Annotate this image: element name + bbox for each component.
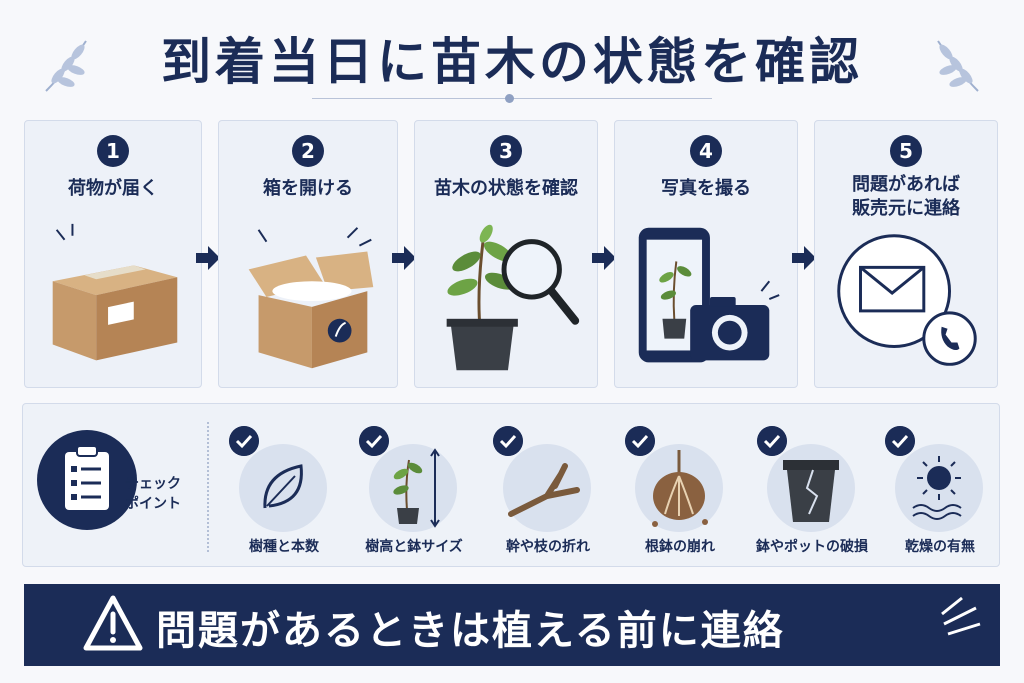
checkpoint-label: 根鉢の崩れ bbox=[645, 539, 715, 555]
step-3-card: 3 苗木の状態を確認 bbox=[414, 120, 598, 388]
step-3-number: 3 bbox=[490, 135, 522, 167]
step-3-label: 苗木の状態を確認 bbox=[434, 178, 578, 199]
step-5-card: 5 問題があれば 販売元に連絡 bbox=[814, 120, 998, 388]
package-icon bbox=[52, 223, 178, 361]
check-icon bbox=[625, 426, 655, 456]
checkpoint-panel: チェック ポイント 樹種と本数 樹高と鉢サイズ bbox=[22, 403, 1000, 567]
check-icon bbox=[359, 426, 389, 456]
warning-banner: 問題があるときは植える前に連絡 bbox=[24, 584, 1000, 666]
step-4-card: 4 写真を撮る bbox=[614, 120, 798, 388]
open-box-icon bbox=[248, 227, 374, 369]
cracked-pot-icon bbox=[783, 460, 839, 522]
step-5-number: 5 bbox=[890, 135, 922, 167]
arrow-right-icon bbox=[196, 246, 220, 270]
check-icon bbox=[757, 426, 787, 456]
seedling-height-icon bbox=[393, 448, 440, 528]
arrow-right-icon bbox=[392, 246, 416, 270]
checkpoint-label: 樹高と鉢サイズ bbox=[365, 539, 463, 555]
step-5-label: 問題があれば 販売元に連絡 bbox=[852, 174, 960, 219]
arrow-right-icon bbox=[792, 246, 816, 270]
checkpoint-item: 鉢やポットの破損 bbox=[756, 422, 887, 562]
check-icon bbox=[885, 426, 915, 456]
checkpoint-item: 根鉢の崩れ bbox=[625, 422, 755, 562]
step-4-label: 写真を撮る bbox=[661, 178, 751, 199]
clipboard-icon bbox=[65, 445, 109, 510]
title-divider-dot bbox=[505, 94, 514, 103]
laurel-left-icon bbox=[45, 40, 87, 92]
page-title: 到着当日に苗木の状態を確認 bbox=[161, 33, 863, 91]
check-icon bbox=[229, 426, 259, 456]
step-2-label: 箱を開ける bbox=[263, 178, 353, 199]
checkpoint-item: 乾燥の有無 bbox=[885, 422, 1015, 562]
check-icon bbox=[493, 426, 523, 456]
clipboard-badge bbox=[37, 430, 137, 530]
phone-camera-icon bbox=[638, 227, 780, 363]
warning-icon bbox=[83, 595, 143, 651]
contact-mail-phone-icon bbox=[837, 234, 977, 366]
checkpoint-item: 幹や枝の折れ bbox=[493, 422, 623, 562]
checkpoint-divider bbox=[207, 422, 209, 552]
step-1-card: 1 荷物が届く bbox=[24, 120, 202, 388]
checkpoint-title: チェック ポイント bbox=[125, 476, 181, 512]
leaf-icon bbox=[263, 464, 303, 509]
banner-text: 問題があるときは植える前に連絡 bbox=[156, 608, 785, 654]
broken-branch-icon bbox=[508, 463, 580, 517]
laurel-right-icon bbox=[937, 40, 979, 92]
checkpoint-item: 樹種と本数 bbox=[229, 422, 359, 562]
step-4-number: 4 bbox=[690, 135, 722, 167]
step-2-card: 2 箱を開ける bbox=[218, 120, 398, 388]
checkpoint-label: 乾燥の有無 bbox=[905, 539, 975, 555]
root-ball-icon bbox=[652, 450, 708, 527]
checkpoint-label: 鉢やポットの破損 bbox=[756, 539, 868, 555]
spark-lines-icon bbox=[941, 596, 981, 636]
step-1-number: 1 bbox=[97, 135, 129, 167]
step-2-number: 2 bbox=[292, 135, 324, 167]
arrow-right-icon bbox=[592, 246, 616, 270]
step-1-label: 荷物が届く bbox=[68, 178, 158, 199]
sun-dry-icon bbox=[912, 456, 962, 520]
checkpoint-label: 樹種と本数 bbox=[249, 539, 319, 555]
checkpoint-label: 幹や枝の折れ bbox=[506, 539, 590, 555]
checkpoint-item: 樹高と鉢サイズ bbox=[359, 422, 489, 562]
seedling-magnifier-icon bbox=[446, 224, 580, 371]
